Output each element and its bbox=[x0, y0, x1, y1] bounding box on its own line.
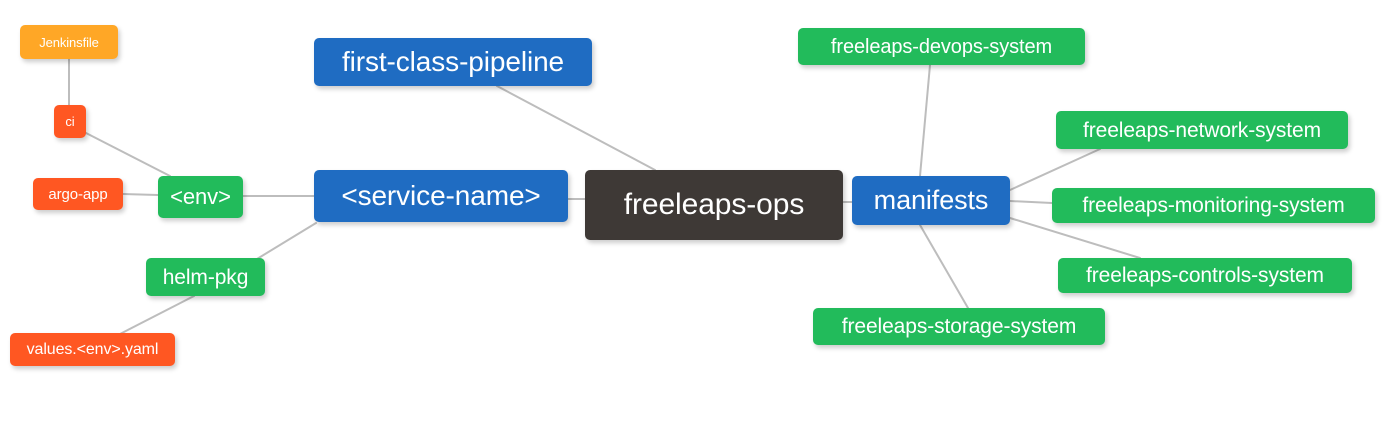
edge-argoapp-env bbox=[122, 193, 159, 196]
node-first-class-pipeline[interactable]: first-class-pipeline bbox=[314, 38, 592, 86]
node-label-helm-pkg: helm-pkg bbox=[162, 265, 249, 289]
node-freeleaps-storage-system[interactable]: freeleaps-storage-system bbox=[813, 308, 1105, 345]
node-label-freeleaps-storage-system: freeleaps-storage-system bbox=[841, 315, 1077, 338]
node-label-env: <env> bbox=[170, 184, 231, 209]
node-values-yaml[interactable]: values.<env>.yaml bbox=[10, 333, 175, 366]
edge-manifests-controls bbox=[1009, 217, 1141, 259]
node-freeleaps-ops[interactable]: freeleaps-ops bbox=[585, 170, 843, 240]
node-label-manifests: manifests bbox=[873, 185, 989, 215]
edge-manifests-devops bbox=[919, 64, 931, 177]
node-label-freeleaps-network-system: freeleaps-network-system bbox=[1082, 118, 1321, 142]
node-freeleaps-controls-system[interactable]: freeleaps-controls-system bbox=[1058, 258, 1352, 293]
node-label-freeleaps-ops: freeleaps-ops bbox=[623, 188, 805, 221]
node-label-service-name: <service-name> bbox=[341, 180, 541, 211]
node-label-freeleaps-controls-system: freeleaps-controls-system bbox=[1086, 264, 1324, 287]
edge-ci-env bbox=[85, 132, 171, 177]
node-manifests[interactable]: manifests bbox=[852, 176, 1010, 225]
node-jenkinsfile[interactable]: Jenkinsfile bbox=[20, 25, 118, 59]
node-ci[interactable]: ci bbox=[54, 105, 86, 138]
node-helm-pkg[interactable]: helm-pkg bbox=[146, 258, 265, 296]
node-freeleaps-network-system[interactable]: freeleaps-network-system bbox=[1056, 111, 1348, 149]
node-service-name[interactable]: <service-name> bbox=[314, 170, 568, 222]
edge-manifests-monitoring bbox=[1009, 200, 1053, 204]
edge-pipeline-ops bbox=[496, 85, 656, 171]
edge-helmpkg-values bbox=[119, 295, 195, 335]
node-env[interactable]: <env> bbox=[158, 176, 243, 218]
node-freeleaps-devops-system[interactable]: freeleaps-devops-system bbox=[798, 28, 1085, 65]
node-label-freeleaps-monitoring-system: freeleaps-monitoring-system bbox=[1082, 194, 1345, 217]
node-argo-app[interactable]: argo-app bbox=[33, 178, 123, 210]
node-label-values-yaml: values.<env>.yaml bbox=[26, 340, 159, 358]
edge-manifests-storage bbox=[919, 224, 969, 309]
edge-manifests-network bbox=[1009, 148, 1101, 191]
node-label-freeleaps-devops-system: freeleaps-devops-system bbox=[830, 35, 1053, 58]
node-label-ci: ci bbox=[65, 114, 75, 129]
node-label-argo-app: argo-app bbox=[48, 185, 108, 203]
node-label-first-class-pipeline: first-class-pipeline bbox=[341, 46, 565, 77]
node-label-jenkinsfile: Jenkinsfile bbox=[39, 34, 99, 50]
node-freeleaps-monitoring-system[interactable]: freeleaps-monitoring-system bbox=[1052, 188, 1375, 223]
edge-servicename-helmpkg bbox=[251, 222, 317, 263]
